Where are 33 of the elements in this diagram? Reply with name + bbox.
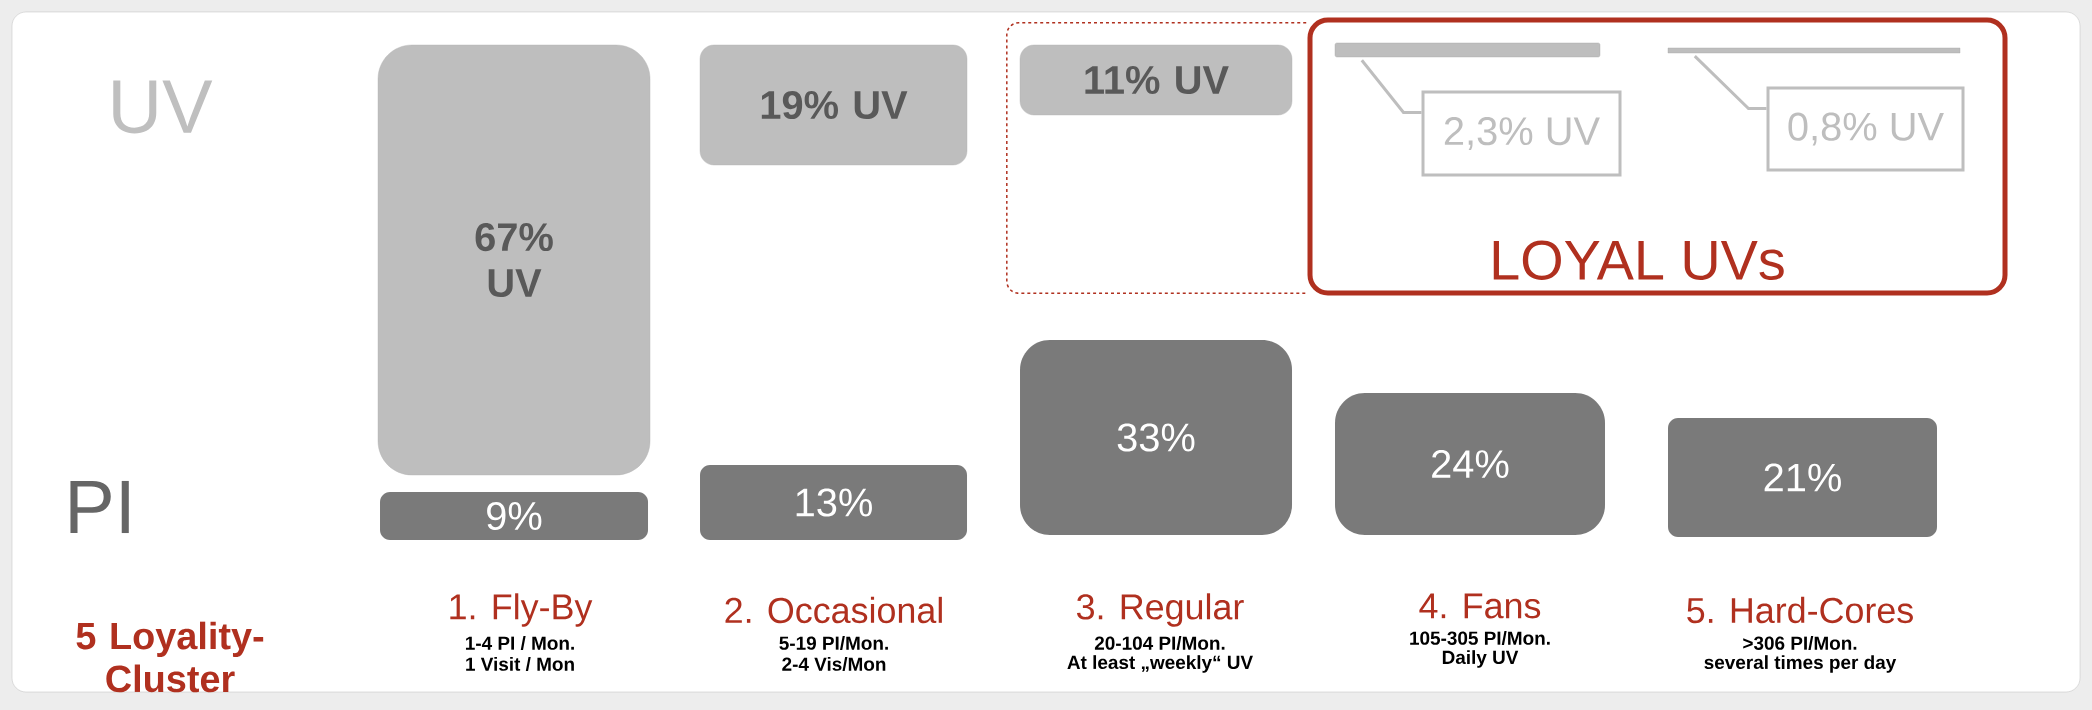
cluster-name: 1. Fly-By <box>450 593 593 627</box>
label-box: 0,8% UV <box>1766 86 1965 172</box>
leader-line <box>1693 55 1767 110</box>
uv-box: 19% UV <box>699 44 968 166</box>
cluster-description: At least „weekly“ UV <box>1067 655 1253 673</box>
cluster-description: 2-4 Vis/Mon <box>782 656 886 672</box>
leader-line <box>1360 59 1422 114</box>
label-box: 2,3% UV <box>1421 90 1622 177</box>
dashed-frame <box>1006 22 1307 294</box>
axis-label: PI <box>70 480 129 534</box>
cluster-title: 5 Loyality-Cluster <box>76 621 264 693</box>
cluster-description: 1 Visit / Mon <box>466 656 574 672</box>
cluster-name: 2. Occasional <box>725 596 942 624</box>
cluster-description: 20-104 PI/Mon. <box>1094 635 1225 651</box>
bar <box>1667 47 1961 54</box>
uv-box: 11% UV <box>1019 44 1293 116</box>
cluster-name: 3. Regular <box>1076 593 1244 627</box>
cluster-description: 1-4 PI / Mon. <box>466 635 574 651</box>
pi-box: 9% <box>380 492 648 540</box>
cluster-name: 4. Fans <box>1419 593 1541 619</box>
cluster-description: 105-305 PI/Mon. <box>1410 630 1550 646</box>
cluster-name: 5. Hard-Cores <box>1687 596 1913 624</box>
cluster-description: 5-19 PI/Mon. <box>779 635 888 651</box>
pi-box: 21% <box>1668 418 1937 537</box>
pi-box: 24% <box>1335 393 1605 535</box>
uv-box: 67% UV <box>377 44 651 476</box>
bar <box>1334 42 1601 58</box>
axis-label: UV <box>113 80 213 134</box>
cluster-description: Daily UV <box>1442 650 1519 668</box>
cluster-description: several times per day <box>1704 655 1897 673</box>
pi-box: 13% <box>700 465 967 540</box>
pi-box: 33% <box>1020 340 1292 535</box>
cluster-description: >306 PI/Mon. <box>1743 635 1857 651</box>
